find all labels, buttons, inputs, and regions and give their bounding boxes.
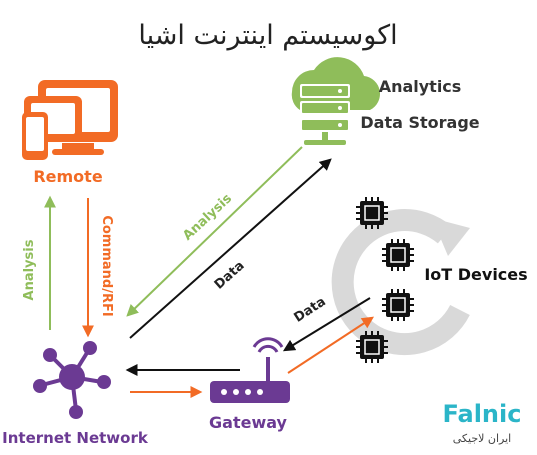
logo-brand: Falnic <box>443 400 522 428</box>
internet-network-label: Internet Network <box>2 429 149 447</box>
analysis-diagonal-label: Analysis <box>180 191 235 244</box>
iot-chips <box>356 197 414 363</box>
chip-icon <box>382 239 414 271</box>
chip-icon <box>382 289 414 321</box>
data-storage-label: Data Storage <box>360 113 479 132</box>
internet-network-icon <box>33 341 111 419</box>
iot-devices-label: IoT Devices <box>424 265 527 284</box>
analysis-arrow-diagonal <box>126 146 303 317</box>
remote-label: Remote <box>33 167 102 186</box>
analytics-label: Analytics <box>379 77 462 96</box>
gateway-to-devices-arrow <box>287 316 375 374</box>
data-arrow-diagonal <box>129 158 332 339</box>
devices-to-gateway-arrow <box>282 297 371 352</box>
falnic-logo: Falnic ایران لاجیکی <box>443 400 522 445</box>
data-devices-label: Data <box>292 294 329 325</box>
chip-icon <box>356 197 388 229</box>
logo-subtitle: ایران لاجیکی <box>453 432 511 445</box>
chip-icon <box>356 331 388 363</box>
data-diagonal-label: Data <box>212 258 248 292</box>
gateway-label: Gateway <box>209 413 288 432</box>
remote-devices-icon <box>22 80 118 160</box>
gateway-router-icon <box>210 337 290 403</box>
diagram-title: اکوسیستم اینترنت اشیا <box>138 20 397 51</box>
data-storage-icon <box>291 57 380 145</box>
refresh-cycle-icon <box>331 209 470 355</box>
command-rfi-label: Command/RFI <box>99 215 114 316</box>
analysis-vertical-label: Analysis <box>22 239 37 300</box>
